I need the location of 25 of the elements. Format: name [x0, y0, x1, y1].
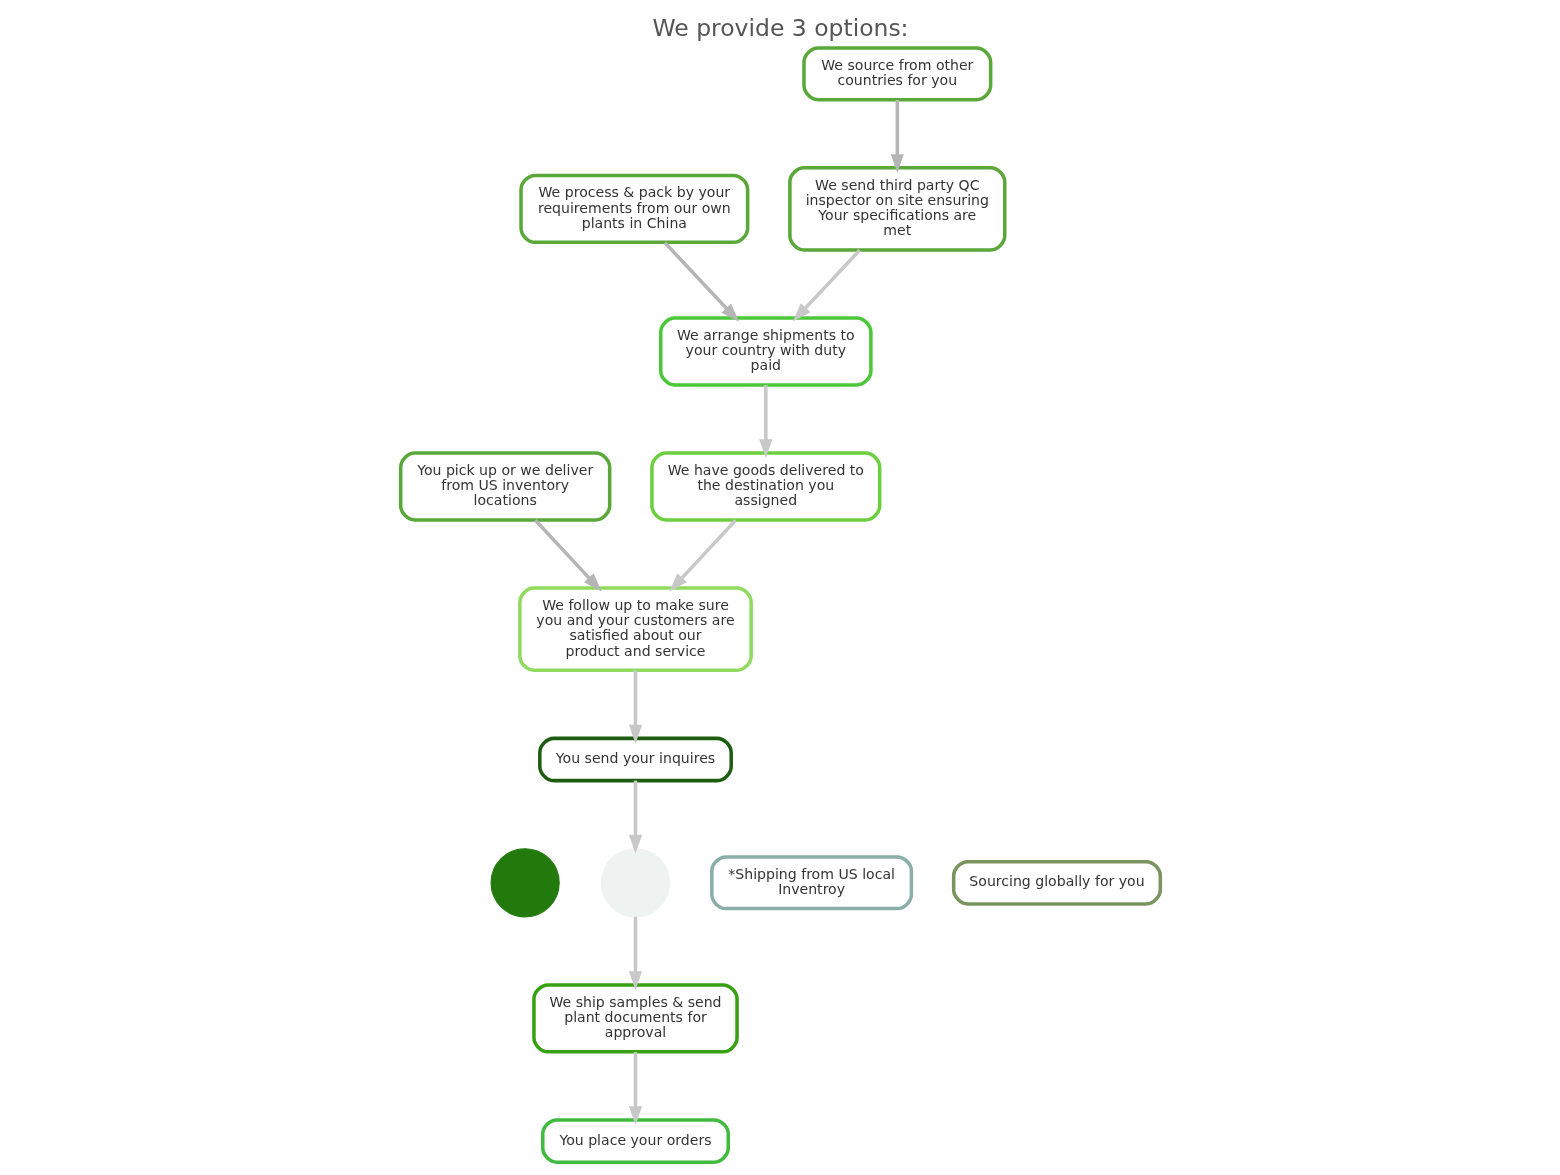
arrow — [668, 519, 737, 592]
arrow — [663, 241, 739, 322]
diagram-title: We provide 3 options: — [651, 14, 909, 43]
node-box: We process & pack by your requirements from our own plants in China — [518, 173, 749, 245]
arrow — [792, 249, 861, 322]
node-box: We source from other countries for you — [801, 46, 992, 102]
node-box: *Shipping from US local Inventroy — [709, 855, 913, 911]
arrow — [758, 385, 772, 459]
node-box: We send third party QC inspector on site ensuring Your specifications are met — [787, 166, 1006, 252]
node-box: You place your orders — [540, 1118, 730, 1164]
arrow — [628, 916, 642, 990]
node-box: We arrange shipments to your country with duty paid — [658, 316, 873, 387]
arrow — [890, 100, 904, 174]
node-box: You pick up or we deliver from US inventory locations — [398, 451, 611, 522]
node-circle — [600, 848, 670, 918]
arrow — [628, 670, 642, 744]
node-box: We follow up to make sure you and your customers are satisfied about our product and service — [517, 586, 753, 673]
arrow — [533, 519, 602, 592]
node-box: We have goods delivered to the destination you assigned — [649, 451, 881, 522]
arrow — [628, 1052, 642, 1126]
arrow — [628, 780, 642, 854]
node-box: Sourcing globally for you — [951, 859, 1162, 906]
node-circle — [490, 848, 560, 918]
node-box: You send your inquires — [537, 736, 733, 783]
node-box: We ship samples & send plant documents for approval — [531, 983, 739, 1054]
